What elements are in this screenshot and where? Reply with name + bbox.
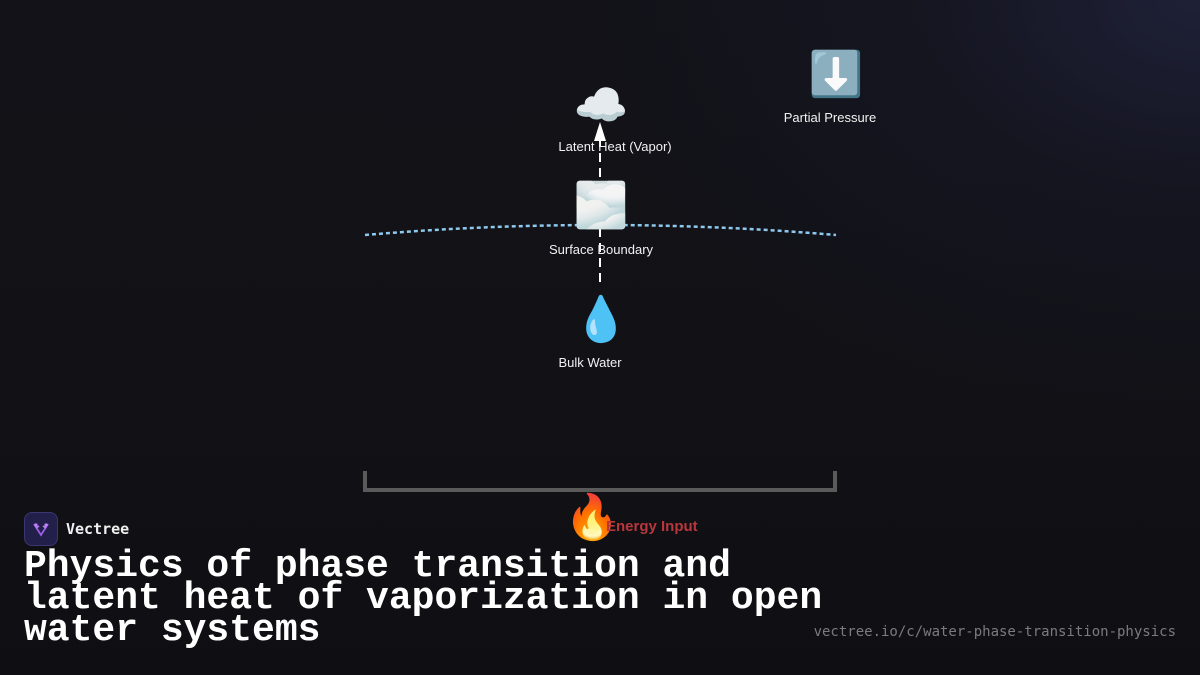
surface-label: Surface Boundary bbox=[548, 242, 654, 257]
surface-boundary-curve bbox=[364, 223, 837, 237]
water-container bbox=[363, 471, 837, 492]
droplet-icon: 💧 bbox=[573, 294, 629, 345]
fog-icon: 🌫️ bbox=[573, 180, 629, 231]
vectree-logo-icon bbox=[24, 512, 58, 546]
source-url[interactable]: vectree.io/c/water-phase-transition-phys… bbox=[813, 624, 1176, 640]
brand-name: Vectree bbox=[66, 520, 130, 538]
vapor-label: Latent Heat (Vapor) bbox=[558, 139, 672, 154]
evaporation-arrow-head bbox=[594, 122, 606, 141]
water-label: Bulk Water bbox=[558, 355, 622, 370]
brand: Vectree bbox=[24, 512, 129, 546]
down-arrow-icon: ⬇️ bbox=[808, 49, 864, 100]
cloud-icon: ☁️ bbox=[573, 80, 629, 131]
fire-icon: 🔥 bbox=[564, 492, 620, 543]
pressure-label: Partial Pressure bbox=[783, 110, 877, 125]
page-title: Physics of phase transition and latent h… bbox=[24, 545, 823, 652]
energy-label: Energy Input bbox=[606, 518, 698, 535]
